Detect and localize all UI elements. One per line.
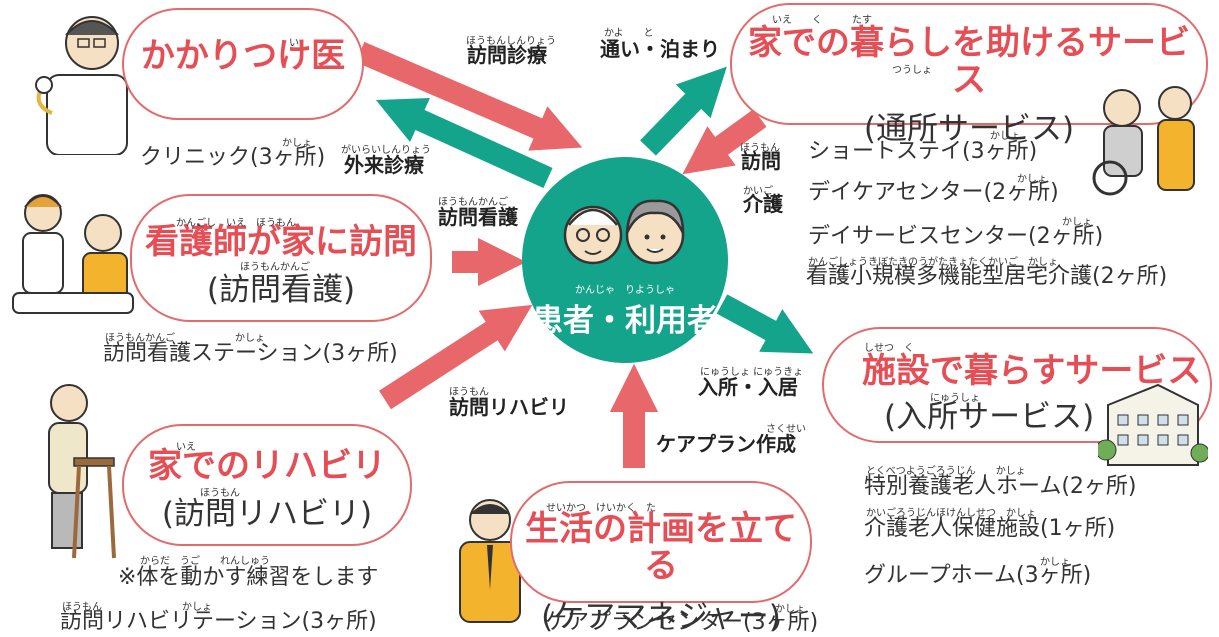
day-services-subtitle: (通所サービス) (863, 110, 1075, 147)
family-doctor-title: かかりつけ医 (140, 36, 346, 76)
nursing-station-furigana: ほうもんかんご かしょ (105, 333, 265, 344)
label-commute-stay: 通い・泊まり (600, 37, 720, 61)
arrow-home-visit-medical (355, 41, 583, 151)
care-manager-illustration (459, 499, 521, 623)
clinic-count: クリニック(3ヶ所) (140, 145, 326, 170)
label-admission-furigana: にゅうしょ にゅうきょ (700, 367, 804, 378)
nursing-station-count: 訪問看護ステーション(3ヶ所) (103, 341, 398, 366)
rehab-facility-count: 訪問リハビリテーション(3ヶ所) (60, 609, 377, 634)
care-plan-title: 生活の計画を立てる (525, 509, 797, 587)
family-doctor-title-furigana: い (289, 38, 299, 49)
label-admission: 入所・入居 (698, 375, 798, 399)
label-visiting-care-1-furigana: ほうもん (740, 143, 780, 154)
day-item-2-furigana: かしょ (1017, 174, 1047, 185)
day-item-1-furigana: かしょ (990, 131, 1020, 142)
fac-item-1-furigana: とくべつようごろうじん かしょ (866, 466, 1026, 477)
day-services-title-furigana: いえ く たす (772, 15, 872, 26)
fac-item-2: 介護老人保健施設(1ヶ所) (864, 516, 1116, 541)
home-rehab-title-furigana: いえ (176, 442, 196, 453)
label-home-visit-medical: 訪問診療 (467, 43, 547, 67)
doctor-illustration (35, 16, 128, 155)
arrow-visiting-rehab (379, 304, 533, 410)
home-rehab-subtitle-furigana: ほうもん (200, 488, 240, 499)
day-services-box: いえ く たす 家での暮らしを助けるサービス つうしょ (通所サービス) (730, 3, 1208, 146)
day-item-4: 看護小規模多機能型居宅介護(2ヶ所) (806, 264, 1168, 289)
care-plan-box: せいかつ けいかく た 生活の計画を立てる (ケアマネジャー) (510, 481, 812, 634)
nurse-elderly-illustration (12, 194, 134, 314)
label-visiting-care-1: 訪問 (741, 149, 781, 173)
label-visiting-rehab: 訪問リハビリ (449, 395, 569, 419)
label-visiting-rehab-furigana: ほうもん (449, 387, 489, 398)
label-outpatient-furigana: がいらいしんりょう (341, 145, 431, 156)
fac-item-3: グループホーム(3ヶ所) (864, 563, 1092, 588)
patient-circle: かんじゃ りようしゃ 患者・利用者 (522, 157, 728, 363)
home-rehab-title: 家でのリハビリ (148, 446, 386, 486)
home-rehab-subtitle: (訪問リハビリ) (161, 496, 373, 533)
facility-services-subtitle-furigana: にゅうしょ (930, 393, 980, 404)
home-nursing-subtitle-furigana: ほうもんかんご (240, 262, 310, 273)
label-visiting-care-2-furigana: かいご (743, 186, 773, 197)
facility-services-title-furigana: しせつ く (864, 343, 914, 354)
arrow-outpatient (375, 97, 553, 189)
home-rehab-box: いえ 家でのリハビリ ほうもん (訪問リハビリ) (122, 424, 412, 546)
clinic-furigana: かしょ (282, 138, 312, 149)
day-item-3: デイサービスセンター(2ヶ所) (808, 224, 1104, 249)
day-services-title: 家での暮らしを助けるサービス (748, 23, 1190, 101)
care-plan-facility-furigana: かしょ (775, 604, 805, 615)
label-visiting-nursing: 訪問看護 (438, 205, 518, 229)
label-commute-stay-furigana: かよ と (604, 28, 654, 39)
center-furigana: かんじゃ りようしゃ (575, 285, 675, 296)
day-services-subtitle-furigana: つうしょ (892, 65, 932, 76)
fac-item-3-furigana: かしょ (1040, 557, 1070, 568)
arrow-visiting-care (682, 109, 767, 175)
label-visiting-nursing-furigana: ほうもんかんご (438, 197, 508, 208)
care-plan-title-furigana: せいかつ けいかく た (546, 503, 656, 514)
care-plan-facility-count: ケアプランセンター(3ヶ所) (545, 610, 819, 635)
home-nursing-box: かんごし いえ ほうもん 看護師が家に訪問 ほうもんかんご (訪問看護) (130, 194, 432, 322)
day-item-2: デイケアセンター(2ヶ所) (808, 180, 1059, 205)
fac-item-1: 特別養護老人ホーム(2ヶ所) (864, 474, 1137, 499)
day-item-1: ショートステイ(3ヶ所) (808, 139, 1038, 164)
facility-building-illustration (1098, 383, 1208, 466)
arrow-admission (716, 294, 814, 354)
rehab-note-furigana: からだ うご れんしゅう (140, 556, 270, 567)
home-nursing-subtitle: (訪問看護) (206, 272, 356, 309)
arrow-commute-stay (640, 66, 727, 156)
elderly-couple-icon (563, 199, 685, 265)
day-item-4-furigana: かんごしょうきぼたきのうがたきょたくかいご かしょ (808, 257, 1058, 268)
care-plan-subtitle: (ケアマネジャー) (541, 598, 781, 635)
family-doctor-box: い かかりつけ医 (122, 8, 364, 120)
facility-services-subtitle: (入所サービス) (884, 399, 1095, 436)
home-nursing-title-furigana: かんごし いえ ほうもん (176, 218, 296, 229)
label-care-plan-creation: ケアプラン作成 (656, 432, 796, 456)
facility-services-title: 施設で暮らすサービス (862, 351, 1202, 391)
label-home-visit-medical-furigana: ほうもんしんりょう (466, 36, 556, 47)
fac-item-2-furigana: かいごろうじんほけんしせつ かしょ (866, 508, 1036, 519)
home-nursing-title: 看護師が家に訪問 (145, 222, 417, 262)
center-title: 患者・利用者 (532, 303, 718, 339)
label-visiting-care-2: 介護 (743, 192, 783, 216)
label-care-plan-creation-furigana: さくせい (766, 424, 806, 435)
label-outpatient: 外来診療 (344, 153, 424, 177)
caregiver-wheelchair-illustration (1092, 86, 1195, 196)
rehab-note: ※体を動かす練習をします (118, 565, 379, 590)
day-item-3-furigana: かしょ (1062, 217, 1092, 228)
elderly-walker-illustration (48, 384, 116, 559)
rehab-facility-furigana: ほうもん かしょ (62, 602, 212, 613)
